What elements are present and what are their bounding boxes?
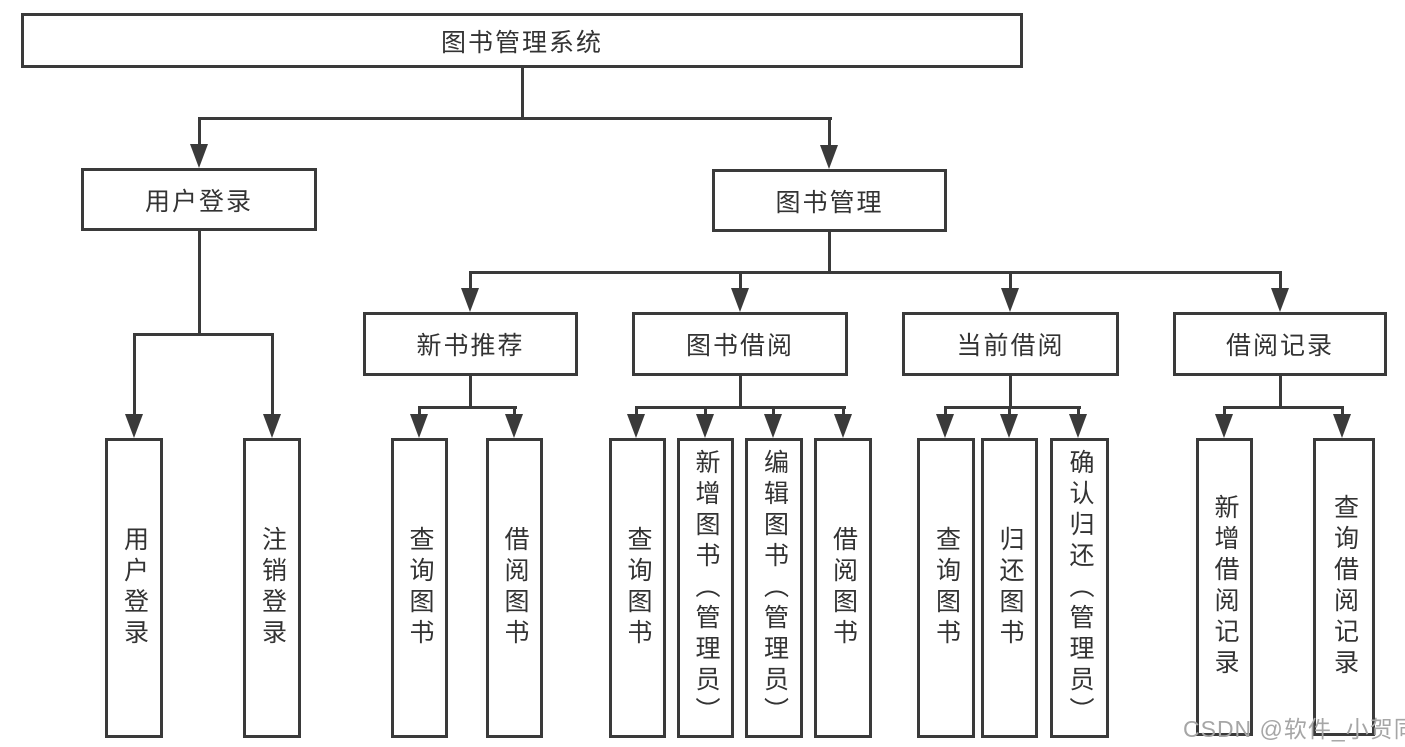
leaf-label: 查询借阅记录 xyxy=(1330,494,1359,680)
node-current-borrowing: 当前借阅 xyxy=(902,312,1119,376)
connector-arrowhead xyxy=(461,288,479,312)
leaf-label: 新增借阅记录 xyxy=(1211,494,1239,680)
leaf-add-books-admin: 新增图书（管理员） xyxy=(677,438,734,738)
connector-drop xyxy=(842,406,845,416)
leaf-query-books-borrowing: 查询图书 xyxy=(609,438,666,738)
connector-drop xyxy=(133,333,136,417)
connector-level2-split xyxy=(469,271,1282,274)
node-book-borrowing: 图书借阅 xyxy=(632,312,848,376)
node-label: 用户登录 xyxy=(144,187,253,216)
connector-split xyxy=(1223,406,1344,409)
node-label: 图书管理系统 xyxy=(440,28,603,57)
leaf-edit-books-admin: 编辑图书（管理员） xyxy=(745,438,803,738)
connector-root-stem xyxy=(521,68,524,118)
leaf-logout: 注销登录 xyxy=(243,438,301,738)
connector-arrowhead xyxy=(1001,288,1019,312)
connector-drop xyxy=(1223,406,1226,416)
connector-drop xyxy=(271,333,274,417)
leaf-label: 查询图书 xyxy=(932,526,961,650)
connector-book-mgmt-drop xyxy=(828,117,831,147)
node-borrowing-records: 借阅记录 xyxy=(1173,312,1387,376)
connector-arrowhead xyxy=(410,414,428,438)
node-label: 图书管理 xyxy=(775,188,884,217)
connector-drop xyxy=(1009,271,1012,291)
connector-stem xyxy=(469,376,472,409)
connector-drop xyxy=(739,271,742,291)
connector-drop xyxy=(1341,406,1344,416)
node-label: 借阅记录 xyxy=(1225,332,1334,360)
connector-arrowhead xyxy=(1271,288,1289,312)
connector-level1-split xyxy=(198,117,832,120)
connector-arrowhead xyxy=(936,414,954,438)
leaf-label: 借阅图书 xyxy=(829,526,858,650)
leaf-label: 借阅图书 xyxy=(501,526,529,650)
connector-drop xyxy=(1279,271,1282,291)
connector-drop xyxy=(704,406,707,416)
node-label: 图书借阅 xyxy=(685,332,794,360)
connector-stem xyxy=(1009,376,1012,409)
node-book-management: 图书管理 xyxy=(712,169,947,232)
connector-drop xyxy=(944,406,947,416)
connector-drop xyxy=(1008,406,1011,416)
node-new-book-recommendation: 新书推荐 xyxy=(363,312,578,376)
connector-drop xyxy=(772,406,775,416)
leaf-add-borrow-record: 新增借阅记录 xyxy=(1196,438,1253,736)
leaf-label: 新增图书（管理员） xyxy=(692,448,720,728)
node-label: 当前借阅 xyxy=(956,332,1065,360)
connector-split xyxy=(635,406,846,409)
connector-arrowhead xyxy=(764,414,782,438)
leaf-confirm-return-admin: 确认归还（管理员） xyxy=(1050,438,1109,738)
leaf-label: 查询图书 xyxy=(624,526,652,650)
connector-arrowhead xyxy=(1000,414,1018,438)
node-label: 新书推荐 xyxy=(416,332,525,360)
connector-arrowhead xyxy=(1069,414,1087,438)
connector-stem xyxy=(739,376,742,409)
connector-drop xyxy=(469,271,472,291)
leaf-query-borrow-record: 查询借阅记录 xyxy=(1313,438,1375,736)
connector-arrowhead xyxy=(190,144,208,168)
connector-arrowhead xyxy=(627,414,645,438)
leaf-label: 归还图书 xyxy=(996,526,1024,650)
connector-arrowhead xyxy=(820,145,838,169)
node-library-management-system: 图书管理系统 xyxy=(21,13,1023,68)
connector-arrowhead xyxy=(1215,414,1233,438)
leaf-query-books-recommend: 查询图书 xyxy=(391,438,448,738)
connector-arrowhead xyxy=(731,288,749,312)
csdn-watermark: CSDN @软件_小贺同学 xyxy=(1183,716,1405,742)
connector-arrowhead xyxy=(125,414,143,438)
connector-drop xyxy=(418,406,421,416)
node-user-login: 用户登录 xyxy=(81,168,317,231)
connector-book-mgmt-stem xyxy=(828,232,831,274)
leaf-return-books: 归还图书 xyxy=(981,438,1038,738)
connector-stem xyxy=(1279,376,1282,409)
connector-split xyxy=(418,406,517,409)
connector-user-login-drop xyxy=(198,117,201,147)
leaf-label: 注销登录 xyxy=(258,526,287,650)
leaf-label: 确认归还（管理员） xyxy=(1066,448,1094,728)
connector-split xyxy=(944,406,1081,409)
connector-arrowhead xyxy=(263,414,281,438)
leaf-borrow-books-recommend: 借阅图书 xyxy=(486,438,543,738)
connector-user-login-stem xyxy=(198,231,201,336)
leaf-label: 编辑图书（管理员） xyxy=(760,448,789,728)
connector-arrowhead xyxy=(1333,414,1351,438)
connector-drop xyxy=(1077,406,1080,416)
connector-arrowhead xyxy=(505,414,523,438)
connector-drop xyxy=(513,406,516,416)
connector-user-login-split xyxy=(133,333,274,336)
connector-drop xyxy=(635,406,638,416)
leaf-borrow-books: 借阅图书 xyxy=(814,438,872,738)
leaf-user-login: 用户登录 xyxy=(105,438,163,738)
leaf-label: 查询图书 xyxy=(406,526,434,650)
connector-arrowhead xyxy=(834,414,852,438)
connector-arrowhead xyxy=(696,414,714,438)
leaf-query-books-current: 查询图书 xyxy=(917,438,975,738)
leaf-label: 用户登录 xyxy=(120,526,149,650)
